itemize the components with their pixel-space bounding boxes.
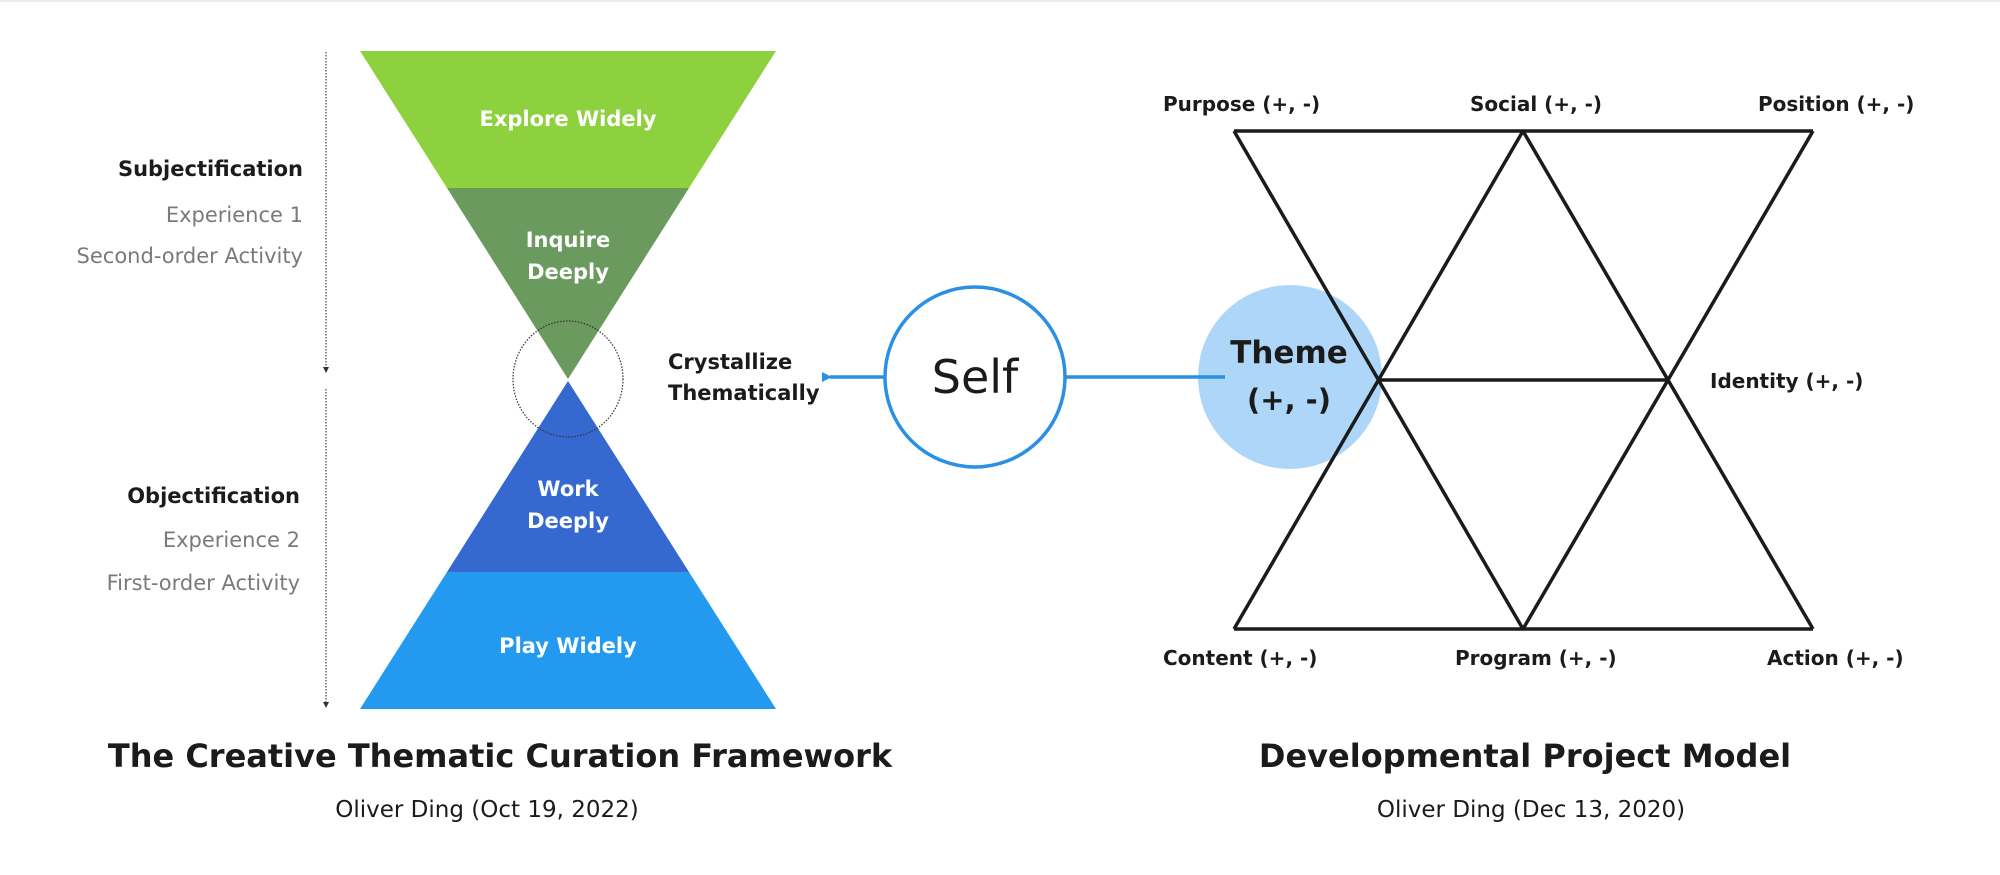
inquire-deeply-label-1: Inquire bbox=[526, 228, 611, 252]
band-explore-widely bbox=[360, 51, 776, 188]
subjectification-arrow-head bbox=[323, 367, 329, 373]
purpose-label: Purpose (+, -) bbox=[1163, 92, 1320, 116]
grid-diagonal-4 bbox=[1521, 130, 1815, 630]
crystallize-label-2: Thematically bbox=[668, 381, 820, 405]
work-deeply-label-1: Work bbox=[537, 477, 599, 501]
developmental-project-grid bbox=[1232, 129, 1815, 631]
position-label: Position (+, -) bbox=[1758, 92, 1914, 116]
social-label: Social (+, -) bbox=[1470, 92, 1602, 116]
explore-widely-label: Explore Widely bbox=[480, 107, 657, 131]
identity-label: Identity (+, -) bbox=[1710, 369, 1863, 393]
second-order-activity-label: Second-order Activity bbox=[77, 244, 303, 268]
right-diagram-subtitle: Oliver Ding (Dec 13, 2020) bbox=[1377, 797, 1685, 823]
left-diagram-subtitle: Oliver Ding (Oct 19, 2022) bbox=[335, 797, 638, 823]
first-order-activity-label: First-order Activity bbox=[107, 571, 300, 595]
right-diagram-title: Developmental Project Model bbox=[1259, 737, 1791, 775]
program-label: Program (+, -) bbox=[1455, 646, 1617, 670]
experience-1-label: Experience 1 bbox=[166, 203, 303, 227]
theme-label-2: (+, -) bbox=[1247, 383, 1331, 417]
experience-2-label: Experience 2 bbox=[163, 528, 300, 552]
self-circle bbox=[883, 285, 1067, 469]
play-widely-label: Play Widely bbox=[499, 634, 637, 658]
objectification-arrow-head bbox=[323, 702, 329, 708]
self-label: Self bbox=[932, 350, 1020, 404]
top-border bbox=[0, 0, 2000, 2]
crystallize-label-1: Crystallize bbox=[668, 350, 792, 374]
work-deeply-label-2: Deeply bbox=[527, 509, 609, 533]
theme-circle bbox=[1198, 285, 1382, 469]
action-label: Action (+, -) bbox=[1767, 646, 1904, 670]
crystallization-circle bbox=[512, 320, 624, 438]
left-diagram-title: The Creative Thematic Curation Framework bbox=[108, 737, 893, 775]
band-play-widely bbox=[360, 572, 776, 709]
subjectification-heading: Subjectification bbox=[118, 157, 303, 181]
grid-diagonal-2 bbox=[1232, 130, 1525, 630]
band-inquire-deeply bbox=[447, 188, 689, 379]
inquire-deeply-label-2: Deeply bbox=[527, 260, 609, 284]
band-work-deeply bbox=[447, 381, 689, 572]
objectification-heading: Objectification bbox=[127, 484, 300, 508]
content-label: Content (+, -) bbox=[1163, 646, 1317, 670]
theme-label-1: Theme bbox=[1230, 335, 1348, 371]
